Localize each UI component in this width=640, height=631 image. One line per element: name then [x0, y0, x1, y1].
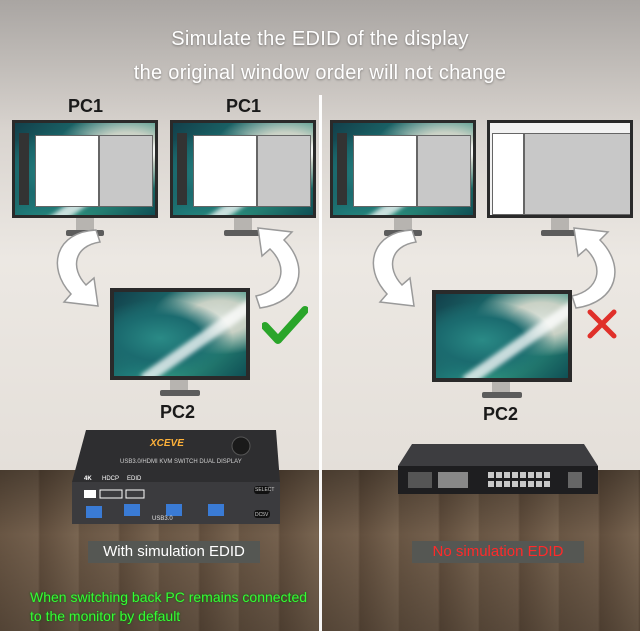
caption-no-edid: No simulation EDID [412, 541, 584, 563]
kvm-switch-device [72, 430, 280, 524]
check-mark-icon [262, 306, 308, 344]
panel-divider [319, 95, 322, 631]
kvm-dc-label: DC5V [255, 512, 269, 518]
curved-arrow-icon [56, 229, 101, 307]
window-gray [99, 135, 153, 207]
monitor-pc1-a [12, 120, 158, 240]
monitor-screen [12, 120, 158, 218]
window-gray [417, 135, 471, 207]
rack-kvm-device [398, 444, 598, 494]
window-gray [524, 133, 630, 215]
window-white [35, 135, 99, 207]
window-white [193, 135, 257, 207]
monitor-screen [487, 120, 633, 218]
pc2-label-left: PC2 [160, 402, 196, 422]
kvm-usb-label: USB3.0 [152, 516, 173, 522]
curved-arrow-icon [255, 227, 300, 309]
curved-arrow-icon [372, 229, 417, 307]
monitor-screen [330, 120, 476, 218]
monitor-screen [432, 290, 572, 382]
pc1-label-left: PC1 [68, 96, 104, 116]
kvm-badge-edid: EDID [127, 476, 142, 482]
pc2-label-right: PC2 [483, 404, 519, 424]
kvm-brand: XCEVE [150, 438, 184, 449]
monitor-pc2-left [110, 288, 250, 398]
monitor-pc1-c [330, 120, 476, 240]
monitor-pc1-b [170, 120, 316, 240]
headline-line2: the original window order will not chang… [133, 62, 507, 84]
cross-mark-icon [587, 309, 617, 339]
monitor-screen [110, 288, 250, 380]
kvm-badge-hdcp: HDCP [102, 476, 120, 482]
caption-with-edid: With simulation EDID [88, 541, 260, 563]
window-white [353, 135, 417, 207]
kvm-model-text: USB3.0/HDMI KVM SWITCH DUAL DISPLAY [120, 459, 242, 465]
monitor-pc1-d [487, 120, 633, 240]
headline-line1: Simulate the EDID of the display [171, 28, 469, 50]
kvm-select-label: SELECT [255, 487, 275, 493]
monitor-pc2-right [432, 290, 572, 400]
pc1-label-right: PC1 [226, 96, 262, 116]
footnote: When switching back PC remains connected… [30, 589, 308, 624]
window-gray [257, 135, 311, 207]
curved-arrow-icon [571, 227, 616, 309]
window-white [492, 133, 524, 215]
kvm-badge-4k: 4K [84, 476, 92, 482]
monitor-screen [170, 120, 316, 218]
